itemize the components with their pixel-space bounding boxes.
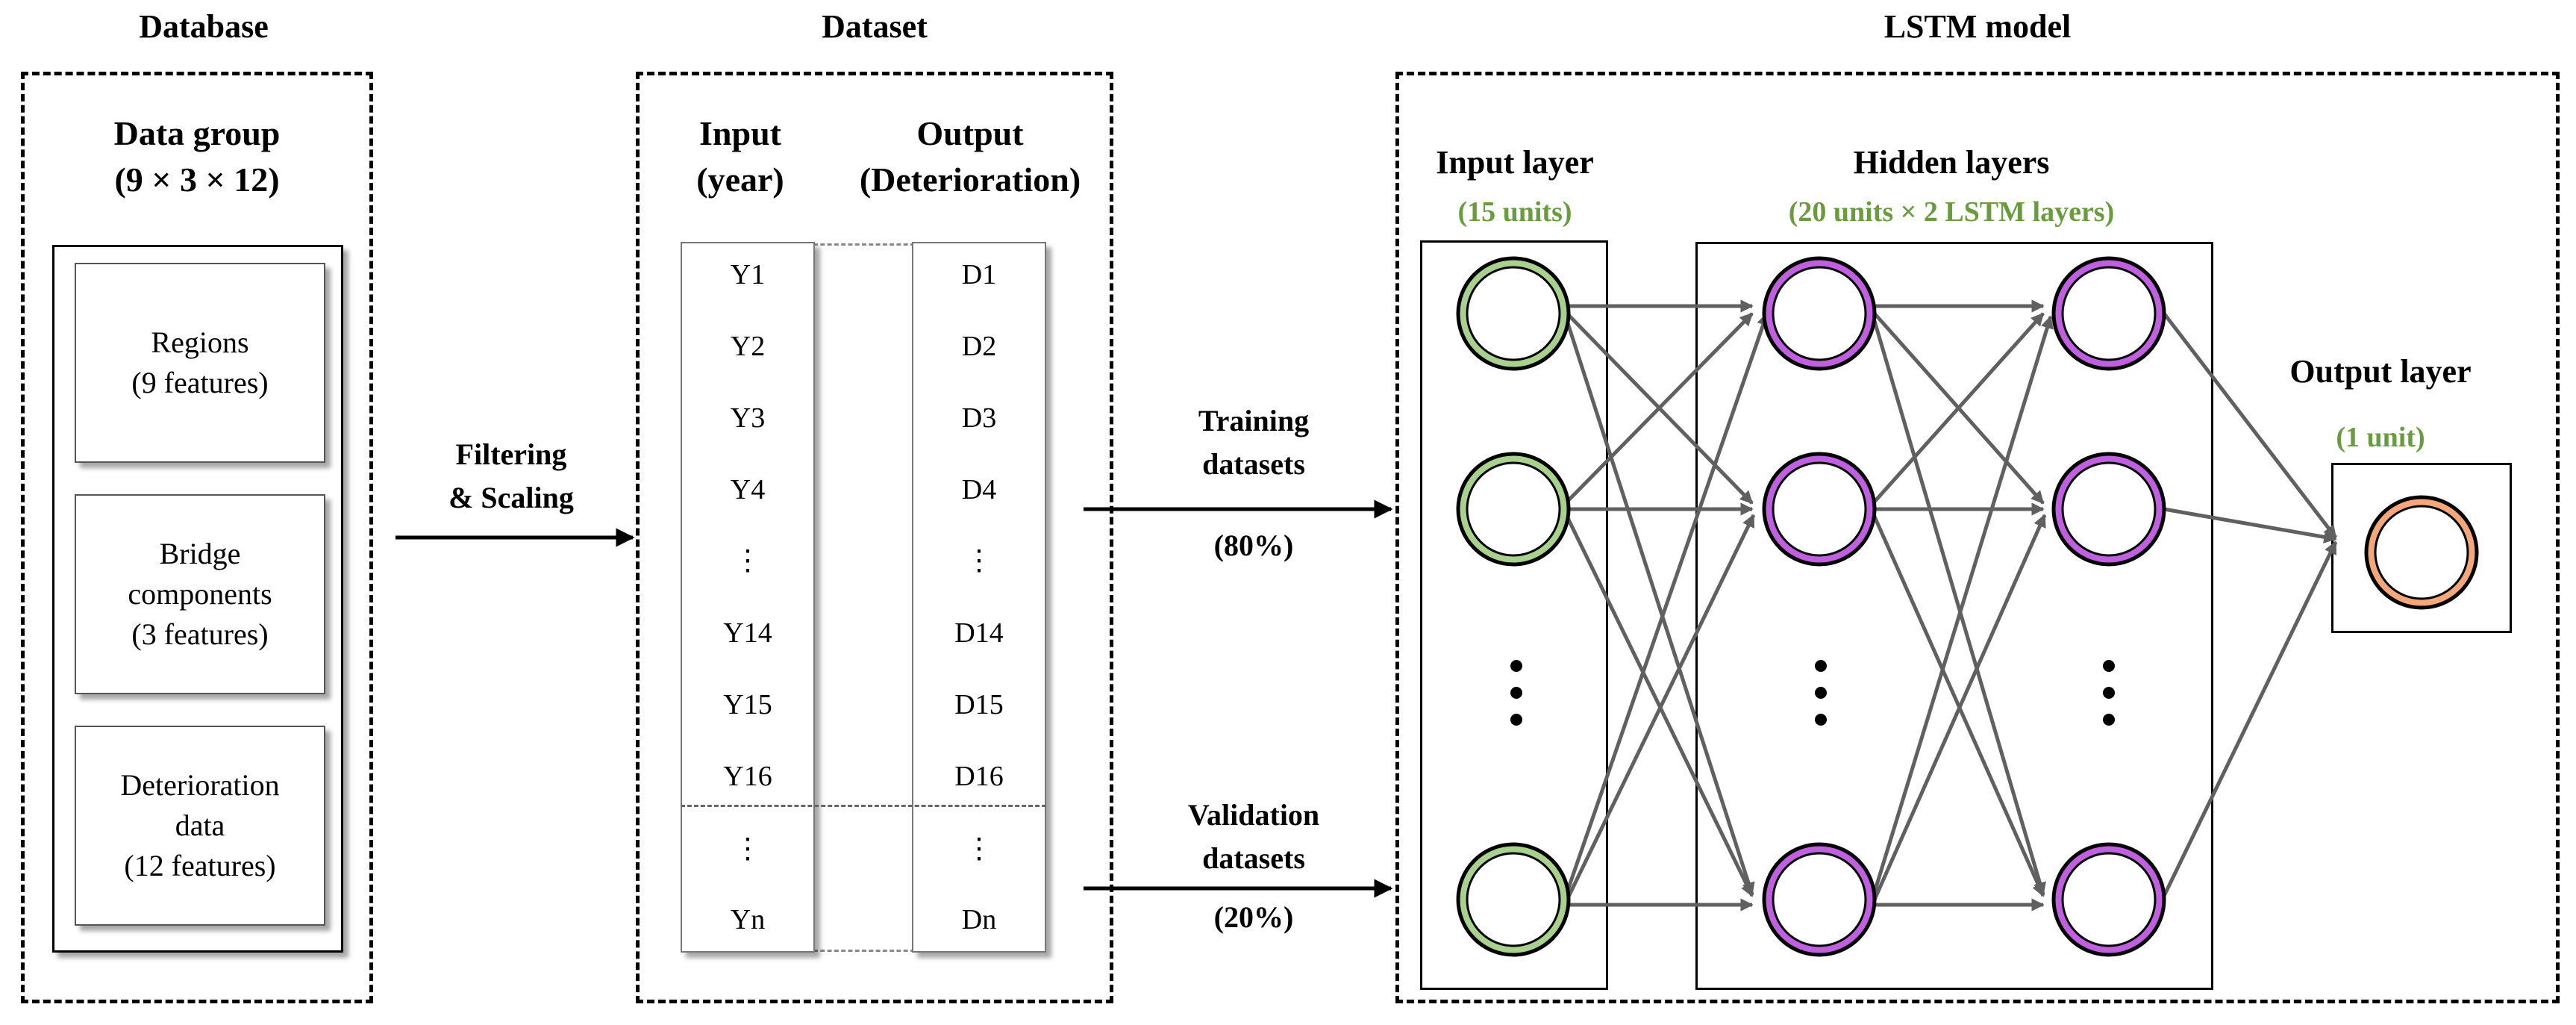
connections-hidden1-hidden2 bbox=[1872, 299, 2054, 912]
output-cell: D14 bbox=[954, 617, 1004, 649]
output-cell: ⋮ bbox=[965, 545, 993, 576]
feature-deterioration-line2: data bbox=[175, 809, 225, 842]
output-header: Output (Deterioration) bbox=[836, 110, 1104, 203]
train-validation-split-line bbox=[681, 805, 1046, 807]
validation-label: Validation datasets bbox=[1097, 794, 1410, 880]
data-group-title: Data group (9 × 3 × 12) bbox=[21, 110, 373, 203]
output-cell: D1 bbox=[961, 259, 997, 290]
output-cell: D2 bbox=[961, 331, 997, 362]
input-node-inner bbox=[1466, 266, 1561, 361]
feature-bridge-components: Bridge components (3 features) bbox=[75, 494, 325, 694]
hidden2-nodes bbox=[2051, 256, 2166, 957]
dataset-title: Dataset bbox=[822, 8, 928, 45]
feature-bridge-line3: (3 features) bbox=[131, 617, 269, 651]
validation-line2: datasets bbox=[1202, 841, 1305, 875]
feature-deterioration-data: Deterioration data (12 features) bbox=[75, 726, 325, 926]
hidden-node-inner bbox=[1772, 852, 1867, 947]
feature-regions-line2: (9 features) bbox=[131, 366, 269, 399]
output-cell: D3 bbox=[961, 402, 997, 434]
input-node-inner bbox=[1466, 852, 1561, 947]
input-cell: ⋮ bbox=[734, 833, 762, 864]
connections-input-hidden1 bbox=[1565, 299, 1770, 912]
hidden-node-inner bbox=[1772, 461, 1867, 557]
hidden-layers-units: (20 units × 2 LSTM layers) bbox=[1788, 196, 2115, 228]
hidden-layers-frame bbox=[1695, 242, 2213, 990]
feature-deterioration-line1: Deterioration bbox=[120, 768, 280, 802]
input-nodes bbox=[1456, 256, 1571, 957]
input-cell: Y16 bbox=[723, 761, 772, 792]
hidden1-nodes bbox=[1762, 256, 1877, 957]
lstm-model-title: LSTM model bbox=[1883, 8, 2072, 45]
output-nodes bbox=[2364, 495, 2479, 610]
validation-line1: Validation bbox=[1187, 798, 1320, 832]
input-cell: ⋮ bbox=[734, 545, 762, 576]
feature-regions-line1: Regions bbox=[151, 325, 249, 359]
input-layer-frame bbox=[1420, 240, 1608, 990]
output-node-inner bbox=[2374, 505, 2469, 600]
training-label: Training datasets bbox=[1097, 399, 1410, 486]
feature-bridge-line1: Bridge bbox=[159, 537, 241, 570]
processing-line2: & Scaling bbox=[448, 481, 574, 514]
output-layer-units: (1 unit) bbox=[2336, 422, 2425, 453]
output-layer-title: Output layer bbox=[2289, 353, 2472, 390]
training-pct: (80%) bbox=[1213, 529, 1294, 562]
output-cell: D4 bbox=[961, 474, 997, 505]
processing-label: Filtering & Scaling bbox=[388, 433, 634, 520]
input-cell: Yn bbox=[730, 904, 766, 935]
output-column: D1 D2 D3 D4 ⋮ D14 D15 D16 ⋮ Dn bbox=[912, 242, 1046, 953]
lstm-model-panel bbox=[1395, 72, 2560, 1003]
hidden-node-inner bbox=[2061, 852, 2157, 947]
feature-deterioration-line3: (12 features) bbox=[124, 849, 276, 882]
feature-regions: Regions (9 features) bbox=[75, 263, 325, 463]
output-cell: D15 bbox=[954, 689, 1004, 720]
input-layer-title: Input layer bbox=[1436, 144, 1594, 181]
hidden-layers-title: Hidden layers bbox=[1853, 144, 2050, 181]
database-panel bbox=[21, 72, 373, 1003]
connections-hidden2-output bbox=[2162, 312, 2338, 897]
dataset-link-bottom bbox=[813, 950, 915, 952]
input-cell: Y4 bbox=[730, 474, 766, 505]
input-cell: Y3 bbox=[730, 402, 766, 434]
input-layer-units: (15 units) bbox=[1457, 196, 1572, 228]
data-group-title-line2: (9 × 3 × 12) bbox=[114, 161, 280, 199]
data-group-title-line1: Data group bbox=[113, 114, 281, 152]
input-header-line1: Input bbox=[699, 114, 781, 152]
dataset-panel bbox=[636, 72, 1113, 1003]
database-title: Database bbox=[139, 8, 269, 45]
output-cell: D16 bbox=[954, 761, 1004, 792]
input-node-inner bbox=[1466, 461, 1561, 557]
input-header: Input (year) bbox=[657, 110, 824, 203]
input-cell: Y1 bbox=[730, 259, 766, 290]
output-cell: ⋮ bbox=[965, 833, 993, 864]
input-column: Y1 Y2 Y3 Y4 ⋮ Y14 Y15 Y16 ⋮ Yn bbox=[681, 242, 815, 953]
training-line2: datasets bbox=[1202, 447, 1305, 481]
output-cell: Dn bbox=[961, 904, 997, 935]
output-header-line1: Output bbox=[916, 114, 1024, 152]
ellipsis-dots bbox=[1510, 660, 2115, 726]
input-header-line2: (year) bbox=[696, 161, 784, 199]
hidden-node-inner bbox=[2061, 461, 2157, 557]
dataset-link-top bbox=[813, 243, 915, 246]
output-header-line2: (Deterioration) bbox=[859, 161, 1081, 199]
hidden-node-inner bbox=[1772, 266, 1867, 361]
input-cell: Y14 bbox=[723, 617, 772, 649]
training-line1: Training bbox=[1198, 404, 1310, 437]
processing-line1: Filtering bbox=[455, 437, 567, 471]
input-cell: Y15 bbox=[723, 689, 772, 720]
feature-bridge-line2: components bbox=[128, 577, 272, 611]
input-cell: Y2 bbox=[730, 331, 766, 362]
validation-pct: (20%) bbox=[1213, 900, 1294, 934]
hidden-node-inner bbox=[2061, 266, 2157, 361]
